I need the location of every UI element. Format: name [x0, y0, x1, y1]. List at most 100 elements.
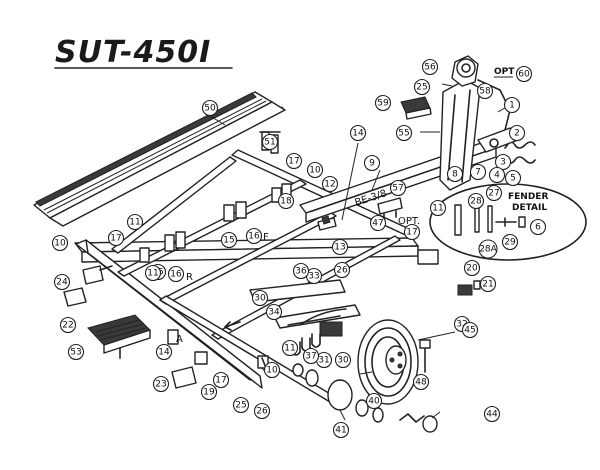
callout-number: 45: [464, 326, 475, 336]
callout-11: 11: [126, 213, 144, 231]
callout-number: 22: [62, 321, 73, 331]
winch-stand: [439, 55, 481, 191]
callout-number: 28: [470, 197, 482, 207]
callout-24: 24: [53, 273, 71, 291]
callout-59: 59: [374, 94, 392, 112]
callout-number: 16: [248, 232, 260, 242]
callout-number: 44: [486, 410, 498, 420]
part-callouts: 1234567891010101111111213141415151616171…: [51, 58, 547, 439]
callout-1: 1: [503, 96, 521, 114]
callout-55: 55: [395, 124, 413, 142]
callout-number: 17: [288, 157, 299, 167]
callout-number: 33: [308, 272, 319, 282]
callout-5: 5: [504, 169, 522, 187]
callout-number: 36: [295, 267, 307, 277]
callout-number: 24: [56, 278, 68, 288]
callout-number: 50: [204, 104, 216, 114]
callout-number: 30: [337, 356, 349, 366]
callout-10: 10: [306, 161, 324, 179]
bumper-blocks: [63, 265, 197, 389]
callout-11: 11: [281, 339, 299, 357]
callout-57: 57: [389, 179, 407, 197]
callout-number: 7: [475, 168, 481, 178]
callout-number: 11: [129, 218, 140, 228]
callout-11: 11: [144, 264, 162, 282]
callout-50: 50: [201, 99, 219, 117]
fender-hardware: [417, 249, 481, 296]
callout-number: 16: [170, 270, 182, 280]
callout-number: 17: [215, 376, 226, 386]
bunk-board: [33, 91, 286, 227]
callout-number: 30: [254, 294, 266, 304]
callout-34: 34: [265, 303, 283, 321]
letter-f: F: [263, 232, 269, 243]
callout-17: 17: [212, 371, 230, 389]
callout-number: 11: [284, 344, 295, 354]
lug-bolt: [419, 339, 431, 373]
callout-number: 13: [334, 243, 345, 253]
fender-detail-parts: [454, 204, 526, 236]
callout-number: 18: [280, 197, 292, 207]
callout-26: 26: [253, 402, 271, 420]
callout-3: 3: [494, 153, 512, 171]
callout-number: 58: [479, 87, 491, 97]
callout-21: 21: [479, 275, 497, 293]
callout-40: 40: [365, 392, 383, 410]
callout-number: 27: [488, 189, 499, 199]
callout-17: 17: [107, 229, 125, 247]
callout-14: 14: [155, 343, 173, 361]
axle-assembly: [249, 279, 361, 337]
callout-17: 17: [403, 223, 421, 241]
diagram-title: SUT-450I: [55, 35, 211, 70]
callout-58: 58: [476, 82, 494, 100]
callout-51: 51: [261, 133, 279, 151]
callout-number: 60: [518, 70, 530, 80]
callout-27: 27: [485, 184, 503, 202]
callout-number: 11: [147, 269, 158, 279]
callout-number: 31: [318, 356, 329, 366]
callout-number: 59: [377, 99, 389, 109]
callout-9: 9: [363, 154, 381, 172]
callout-17: 17: [285, 152, 303, 170]
fender-detail-label-1: FENDER: [508, 192, 548, 202]
callout-45: 45: [461, 321, 479, 339]
callout-number: 25: [235, 401, 246, 411]
callout-number: 17: [110, 234, 121, 244]
callout-18: 18: [277, 192, 295, 210]
callout-number: 51: [264, 138, 275, 148]
callout-number: 5: [510, 174, 516, 184]
callout-4: 4: [488, 166, 506, 184]
callout-47: 47: [369, 214, 387, 232]
callout-number: 29: [504, 238, 516, 248]
callout-6: 6: [529, 218, 547, 236]
callout-number: 47: [372, 219, 383, 229]
callout-60: 60: [515, 65, 533, 83]
callout-11: 11: [429, 199, 447, 217]
callout-8: 8: [446, 165, 464, 183]
callout-number: 26: [256, 407, 268, 417]
callout-number: 17: [406, 228, 417, 238]
callout-2: 2: [508, 124, 526, 142]
callout-16: 16: [245, 227, 263, 245]
callout-number: 57: [392, 184, 403, 194]
opt-label-top: OPT: [494, 67, 515, 77]
callout-number: 25: [416, 83, 427, 93]
callout-26: 26: [333, 261, 351, 279]
callout-36: 36: [292, 262, 310, 280]
wheel-hub: [357, 319, 419, 405]
callout-14: 14: [349, 124, 367, 142]
callout-30: 30: [251, 289, 269, 307]
leader-lines: [209, 83, 511, 421]
callout-number: 48: [415, 378, 427, 388]
letter-r: R: [186, 272, 193, 283]
letter-a: A: [176, 334, 183, 345]
callout-number: 4: [494, 171, 500, 181]
callout-number: 40: [368, 397, 380, 407]
callout-15: 15: [220, 231, 238, 249]
frame-clamp: [139, 183, 292, 263]
callout-13: 13: [331, 238, 349, 256]
callout-19: 19: [200, 383, 218, 401]
callout-56: 56: [421, 58, 439, 76]
callout-number: 34: [268, 308, 280, 318]
